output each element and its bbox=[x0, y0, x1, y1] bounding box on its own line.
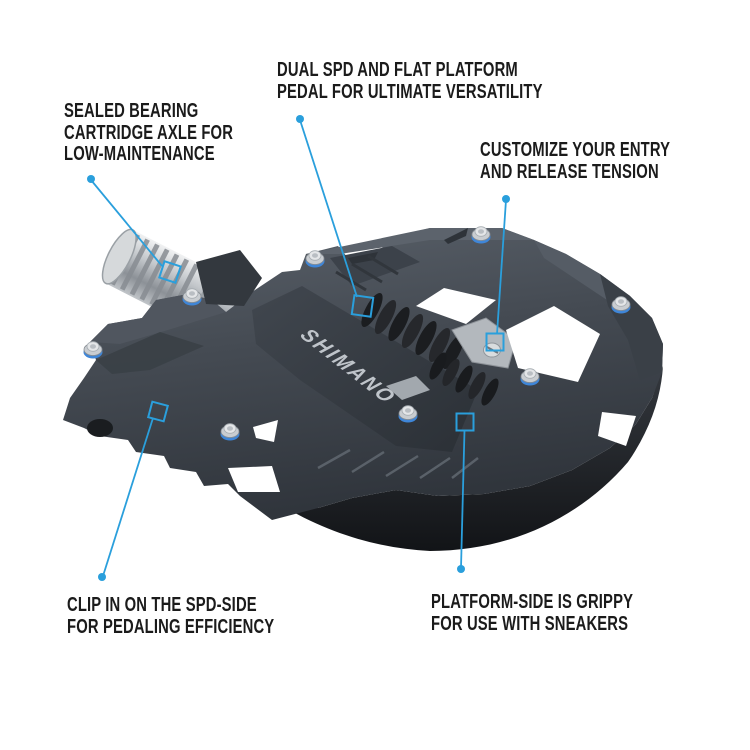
annotation-dual-spd: DUAL SPD AND FLAT PLATFORM PEDAL FOR ULT… bbox=[277, 59, 543, 103]
callout-line bbox=[460, 429, 466, 569]
cutout bbox=[598, 412, 636, 446]
tension-adjuster-plate bbox=[451, 317, 517, 369]
annotation-line: FOR USE WITH SNEAKERS bbox=[431, 612, 629, 635]
annotation-line: CUSTOMIZE YOUR ENTRY bbox=[480, 139, 671, 161]
annotation-line: PEDAL FOR ULTIMATE VERSATILITY bbox=[277, 80, 543, 103]
traction-pin bbox=[611, 296, 631, 314]
callout-marker bbox=[455, 412, 475, 432]
traction-pin bbox=[520, 368, 540, 386]
traction-pin bbox=[83, 341, 103, 359]
callout-clip-in bbox=[98, 400, 170, 581]
callout-marker bbox=[485, 332, 505, 352]
top-ribbed-facet bbox=[330, 246, 420, 286]
callout-sealed-bearing bbox=[87, 175, 182, 284]
callout-marker bbox=[158, 260, 182, 284]
frame-cutouts bbox=[228, 288, 636, 492]
traction-pin bbox=[305, 250, 325, 268]
callout-line bbox=[102, 417, 154, 577]
cutout bbox=[416, 288, 496, 324]
annotation-sealed-bearing: SEALED BEARING CARTRIDGE AXLE FOR LOW-MA… bbox=[64, 100, 234, 166]
cutout bbox=[253, 420, 278, 442]
edge-notch bbox=[444, 228, 468, 244]
left-wing-shadow bbox=[96, 332, 204, 374]
callout-dot bbox=[502, 195, 510, 203]
callout-dot bbox=[87, 175, 95, 183]
traction-pins bbox=[83, 226, 631, 441]
edge-notch bbox=[348, 252, 378, 264]
annotation-line: FOR PEDALING EFFICIENCY bbox=[67, 615, 275, 638]
annotation-line: CLIP IN ON THE SPD-SIDE bbox=[67, 594, 257, 616]
pedal-underside bbox=[252, 366, 663, 551]
callout-customize bbox=[485, 195, 510, 352]
annotation-line: LOW-MAINTENANCE bbox=[64, 143, 215, 165]
annotation-customize: CUSTOMIZE YOUR ENTRY AND RELEASE TENSION bbox=[480, 139, 671, 183]
cutout bbox=[228, 466, 280, 492]
cutout bbox=[506, 306, 600, 382]
left-wing-top bbox=[90, 294, 226, 344]
wing-tip-bumper bbox=[87, 419, 113, 437]
callout-marker bbox=[146, 400, 170, 423]
callout-dot bbox=[98, 573, 106, 581]
annotation-line: DUAL SPD AND FLAT PLATFORM bbox=[277, 59, 518, 81]
spd-channel bbox=[252, 286, 478, 452]
traction-pin bbox=[471, 226, 491, 244]
annotation-line: CARTRIDGE AXLE FOR bbox=[64, 121, 234, 144]
traction-pin bbox=[182, 288, 202, 306]
callout-platform bbox=[455, 412, 475, 573]
callout-dual-spd bbox=[296, 115, 375, 318]
annotation-line: AND RELEASE TENSION bbox=[480, 160, 659, 183]
annotation-line: PLATFORM-SIDE IS GRIPPY bbox=[431, 591, 634, 613]
tension-spring-lower bbox=[429, 352, 499, 406]
cleat-plate bbox=[386, 376, 430, 400]
annotation-platform: PLATFORM-SIDE IS GRIPPY FOR USE WITH SNE… bbox=[431, 591, 634, 635]
platform-grooves bbox=[317, 448, 479, 480]
callout-line bbox=[496, 199, 507, 335]
traction-pin bbox=[220, 423, 240, 441]
callout-line bbox=[299, 119, 358, 298]
traction-pin bbox=[398, 405, 418, 423]
callout-dot bbox=[457, 565, 465, 573]
callouts bbox=[87, 115, 510, 581]
axle-clamp bbox=[196, 250, 262, 306]
callout-line bbox=[90, 179, 163, 267]
callout-marker bbox=[350, 294, 375, 318]
annotation-clip-in: CLIP IN ON THE SPD-SIDE FOR PEDALING EFF… bbox=[67, 594, 275, 638]
callout-dot bbox=[296, 115, 304, 123]
annotation-line: SEALED BEARING bbox=[64, 100, 199, 122]
